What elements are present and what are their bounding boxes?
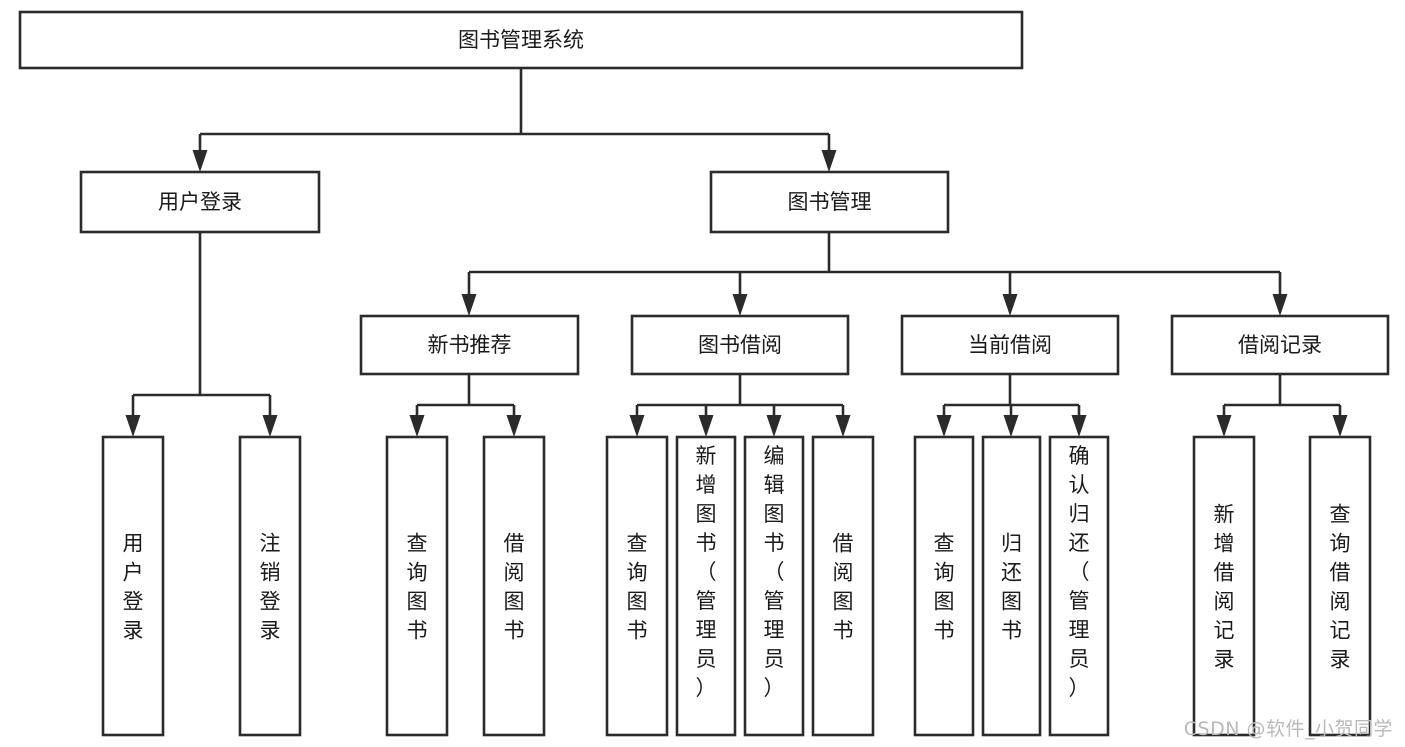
leaf-box[interactable] <box>482 435 546 737</box>
leaf-label: 确认归还（管理员） <box>1069 444 1090 700</box>
leaf-node-查询图书[interactable]: 查询图书 <box>913 435 975 737</box>
module-box[interactable] <box>709 170 950 234</box>
arrow-head-icon <box>409 415 425 437</box>
leaf-label: 查询图书 <box>934 532 955 643</box>
connector-group-图书管理系统 <box>192 68 837 172</box>
leaf-label: 查询图书 <box>627 532 648 643</box>
arrow-head-icon <box>1272 294 1288 316</box>
leaf-node-确认归还管理员[interactable]: 确认归还（管理员） <box>1048 435 1110 737</box>
leaf-label: 借阅图书 <box>504 532 525 643</box>
module-node-用户登录[interactable]: 用户登录 <box>79 170 321 234</box>
root-box[interactable] <box>18 10 1024 70</box>
leaf-node-借阅图书[interactable]: 借阅图书 <box>482 435 546 737</box>
submodule-label: 当前借阅 <box>968 333 1052 357</box>
leaf-box[interactable] <box>811 435 875 737</box>
leaf-node-查询借阅记录[interactable]: 查询借阅记录 <box>1308 435 1372 737</box>
module-node-图书管理[interactable]: 图书管理 <box>709 170 950 234</box>
submodule-node-新书推荐[interactable]: 新书推荐 <box>359 314 580 376</box>
connector-group-用户登录 <box>125 232 278 437</box>
root-label: 图书管理系统 <box>458 28 584 52</box>
arrow-head-icon <box>936 415 952 437</box>
connector-layer <box>125 68 1348 437</box>
leaf-node-编辑图书管理员[interactable]: 编辑图书（管理员） <box>743 435 805 737</box>
submodule-box[interactable] <box>1170 314 1390 376</box>
leaf-box[interactable] <box>743 435 805 737</box>
leaf-node-注销登录[interactable]: 注销登录 <box>238 435 302 737</box>
leaf-box[interactable] <box>1308 435 1372 737</box>
arrow-head-icon <box>698 415 714 437</box>
leaf-node-归还图书[interactable]: 归还图书 <box>981 435 1042 737</box>
arrow-head-icon <box>821 150 837 172</box>
leaf-label: 查询借阅记录 <box>1330 503 1351 672</box>
arrow-head-icon <box>1002 294 1018 316</box>
arrow-head-icon <box>1332 415 1348 437</box>
arrow-head-icon <box>461 294 477 316</box>
leaf-box[interactable] <box>385 435 449 737</box>
connector-group-图书管理 <box>461 232 1288 316</box>
leaf-label: 借阅图书 <box>833 532 854 643</box>
leaf-label: 注销登录 <box>260 532 281 643</box>
connector-group-新书推荐 <box>409 374 522 437</box>
leaf-box[interactable] <box>1048 435 1110 737</box>
submodule-box[interactable] <box>359 314 580 376</box>
arrow-head-icon <box>732 294 748 316</box>
watermark-text: CSDN @软件_小贺同学 <box>1183 718 1393 740</box>
arrow-head-icon <box>629 415 645 437</box>
arrow-head-icon <box>835 415 851 437</box>
module-label: 图书管理 <box>788 190 872 214</box>
leaf-label: 查询图书 <box>407 532 428 643</box>
leaf-node-借阅图书[interactable]: 借阅图书 <box>811 435 875 737</box>
submodule-node-图书借阅[interactable]: 图书借阅 <box>630 314 850 376</box>
arrow-head-icon <box>1071 415 1087 437</box>
leaf-box[interactable] <box>238 435 302 737</box>
submodule-node-借阅记录[interactable]: 借阅记录 <box>1170 314 1390 376</box>
arrow-head-icon <box>506 415 522 437</box>
leaf-box[interactable] <box>101 435 165 737</box>
module-label: 用户登录 <box>158 190 242 214</box>
module-box[interactable] <box>79 170 321 234</box>
leaf-box[interactable] <box>981 435 1042 737</box>
arrow-head-icon <box>1003 415 1019 437</box>
submodule-box[interactable] <box>900 314 1120 376</box>
submodule-box[interactable] <box>630 314 850 376</box>
arrow-head-icon <box>262 415 278 437</box>
leaf-label: 用户登录 <box>123 532 144 643</box>
arrow-head-icon <box>766 415 782 437</box>
leaf-label: 新增借阅记录 <box>1214 503 1235 672</box>
leaf-node-用户登录[interactable]: 用户登录 <box>101 435 165 737</box>
connector-group-借阅记录 <box>1216 374 1348 437</box>
leaf-box[interactable] <box>605 435 669 737</box>
arrow-head-icon <box>192 150 208 172</box>
leaf-node-查询图书[interactable]: 查询图书 <box>605 435 669 737</box>
submodule-node-当前借阅[interactable]: 当前借阅 <box>900 314 1120 376</box>
leaf-box[interactable] <box>1192 435 1256 737</box>
leaf-label: 归还图书 <box>1001 532 1022 643</box>
leaf-node-新增图书管理员[interactable]: 新增图书（管理员） <box>675 435 737 737</box>
leaf-node-查询图书[interactable]: 查询图书 <box>385 435 449 737</box>
connector-group-图书借阅 <box>629 374 851 437</box>
arrow-head-icon <box>1216 415 1232 437</box>
leaf-label: 编辑图书（管理员） <box>764 444 785 700</box>
submodule-label: 借阅记录 <box>1238 333 1322 357</box>
leaf-box[interactable] <box>913 435 975 737</box>
arrow-head-icon <box>125 415 141 437</box>
leaf-box[interactable] <box>675 435 737 737</box>
leaf-node-新增借阅记录[interactable]: 新增借阅记录 <box>1192 435 1256 737</box>
submodule-label: 图书借阅 <box>698 333 782 357</box>
root-node-图书管理系统[interactable]: 图书管理系统 <box>18 10 1024 70</box>
connector-group-当前借阅 <box>936 374 1087 437</box>
leaf-label: 新增图书（管理员） <box>696 444 717 700</box>
submodule-label: 新书推荐 <box>428 333 512 357</box>
